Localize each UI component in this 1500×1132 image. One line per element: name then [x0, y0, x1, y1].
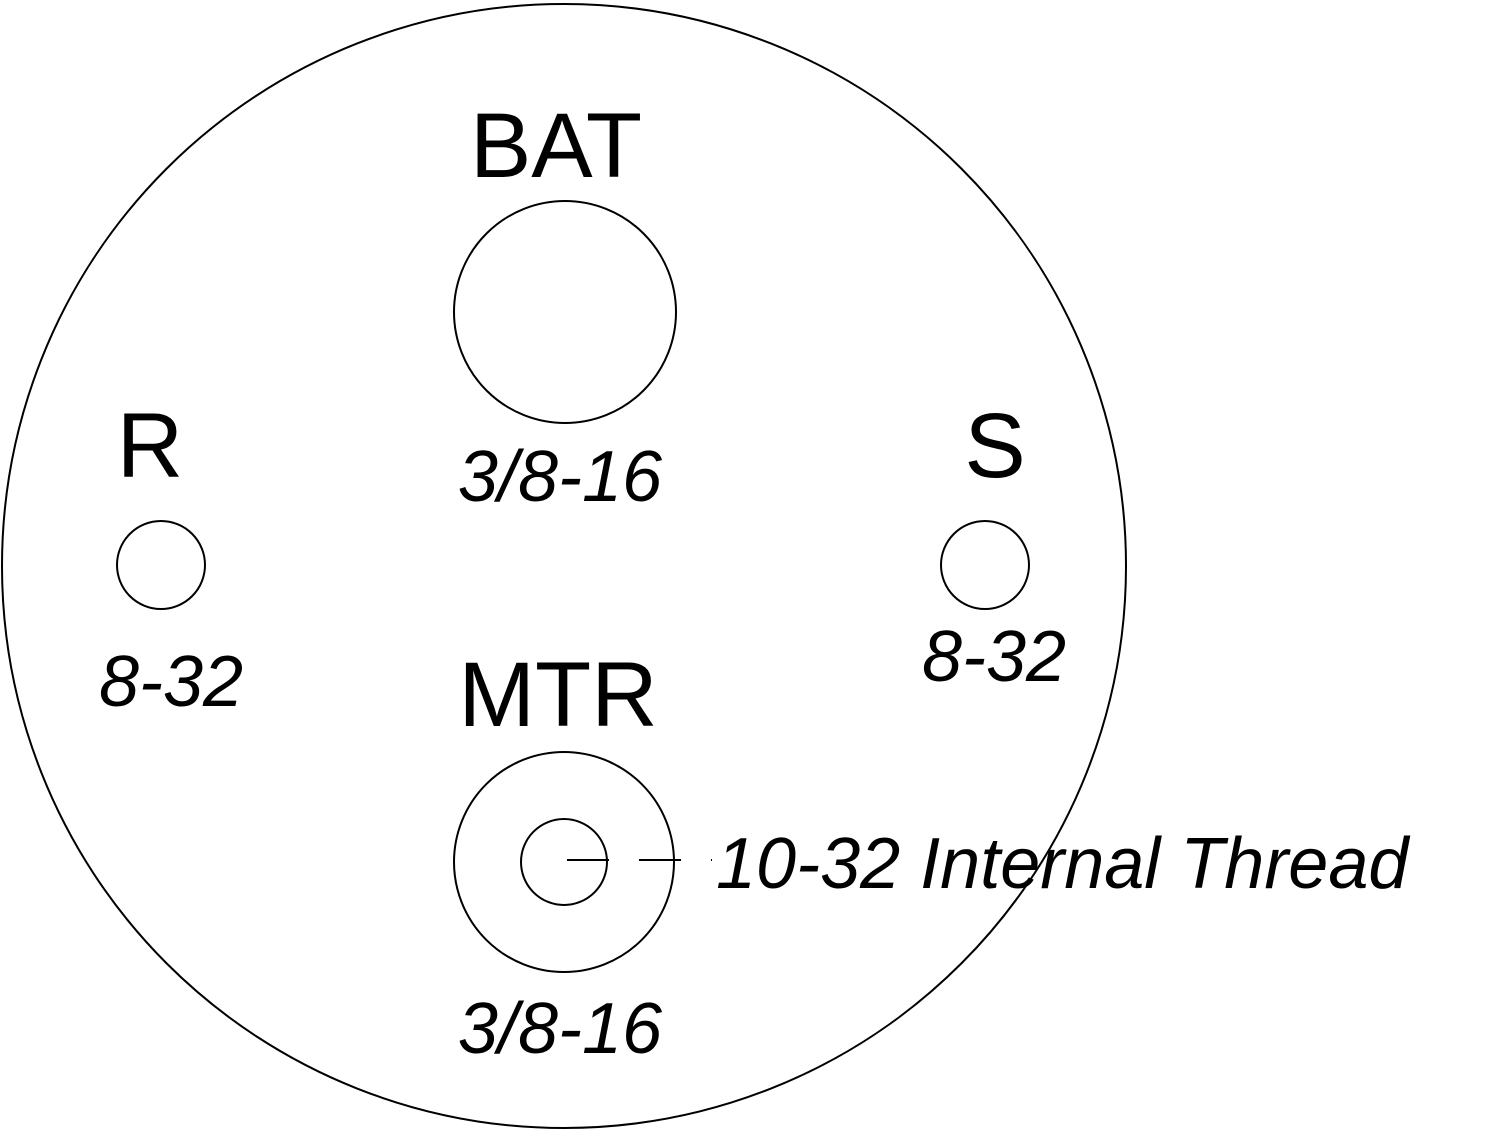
mtr-internal-thread-hole: [520, 818, 608, 906]
internal-thread-callout: 10-32 Internal Thread: [716, 824, 1410, 904]
bat-terminal-hole: [453, 200, 677, 424]
housing-outline: [1, 3, 1127, 1129]
mtr-thread-size: 3/8-16: [458, 989, 663, 1069]
mtr-terminal-outer: [453, 751, 675, 973]
s-terminal-hole: [940, 520, 1030, 610]
s-thread-size: 8-32: [922, 617, 1066, 697]
r-label: R: [117, 395, 183, 497]
mtr-label: MTR: [458, 644, 657, 746]
bat-label: BAT: [470, 95, 642, 197]
bat-thread-size: 3/8-16: [458, 437, 663, 517]
s-label: S: [964, 395, 1025, 497]
r-terminal-hole: [116, 520, 206, 610]
r-thread-size: 8-32: [99, 642, 243, 722]
